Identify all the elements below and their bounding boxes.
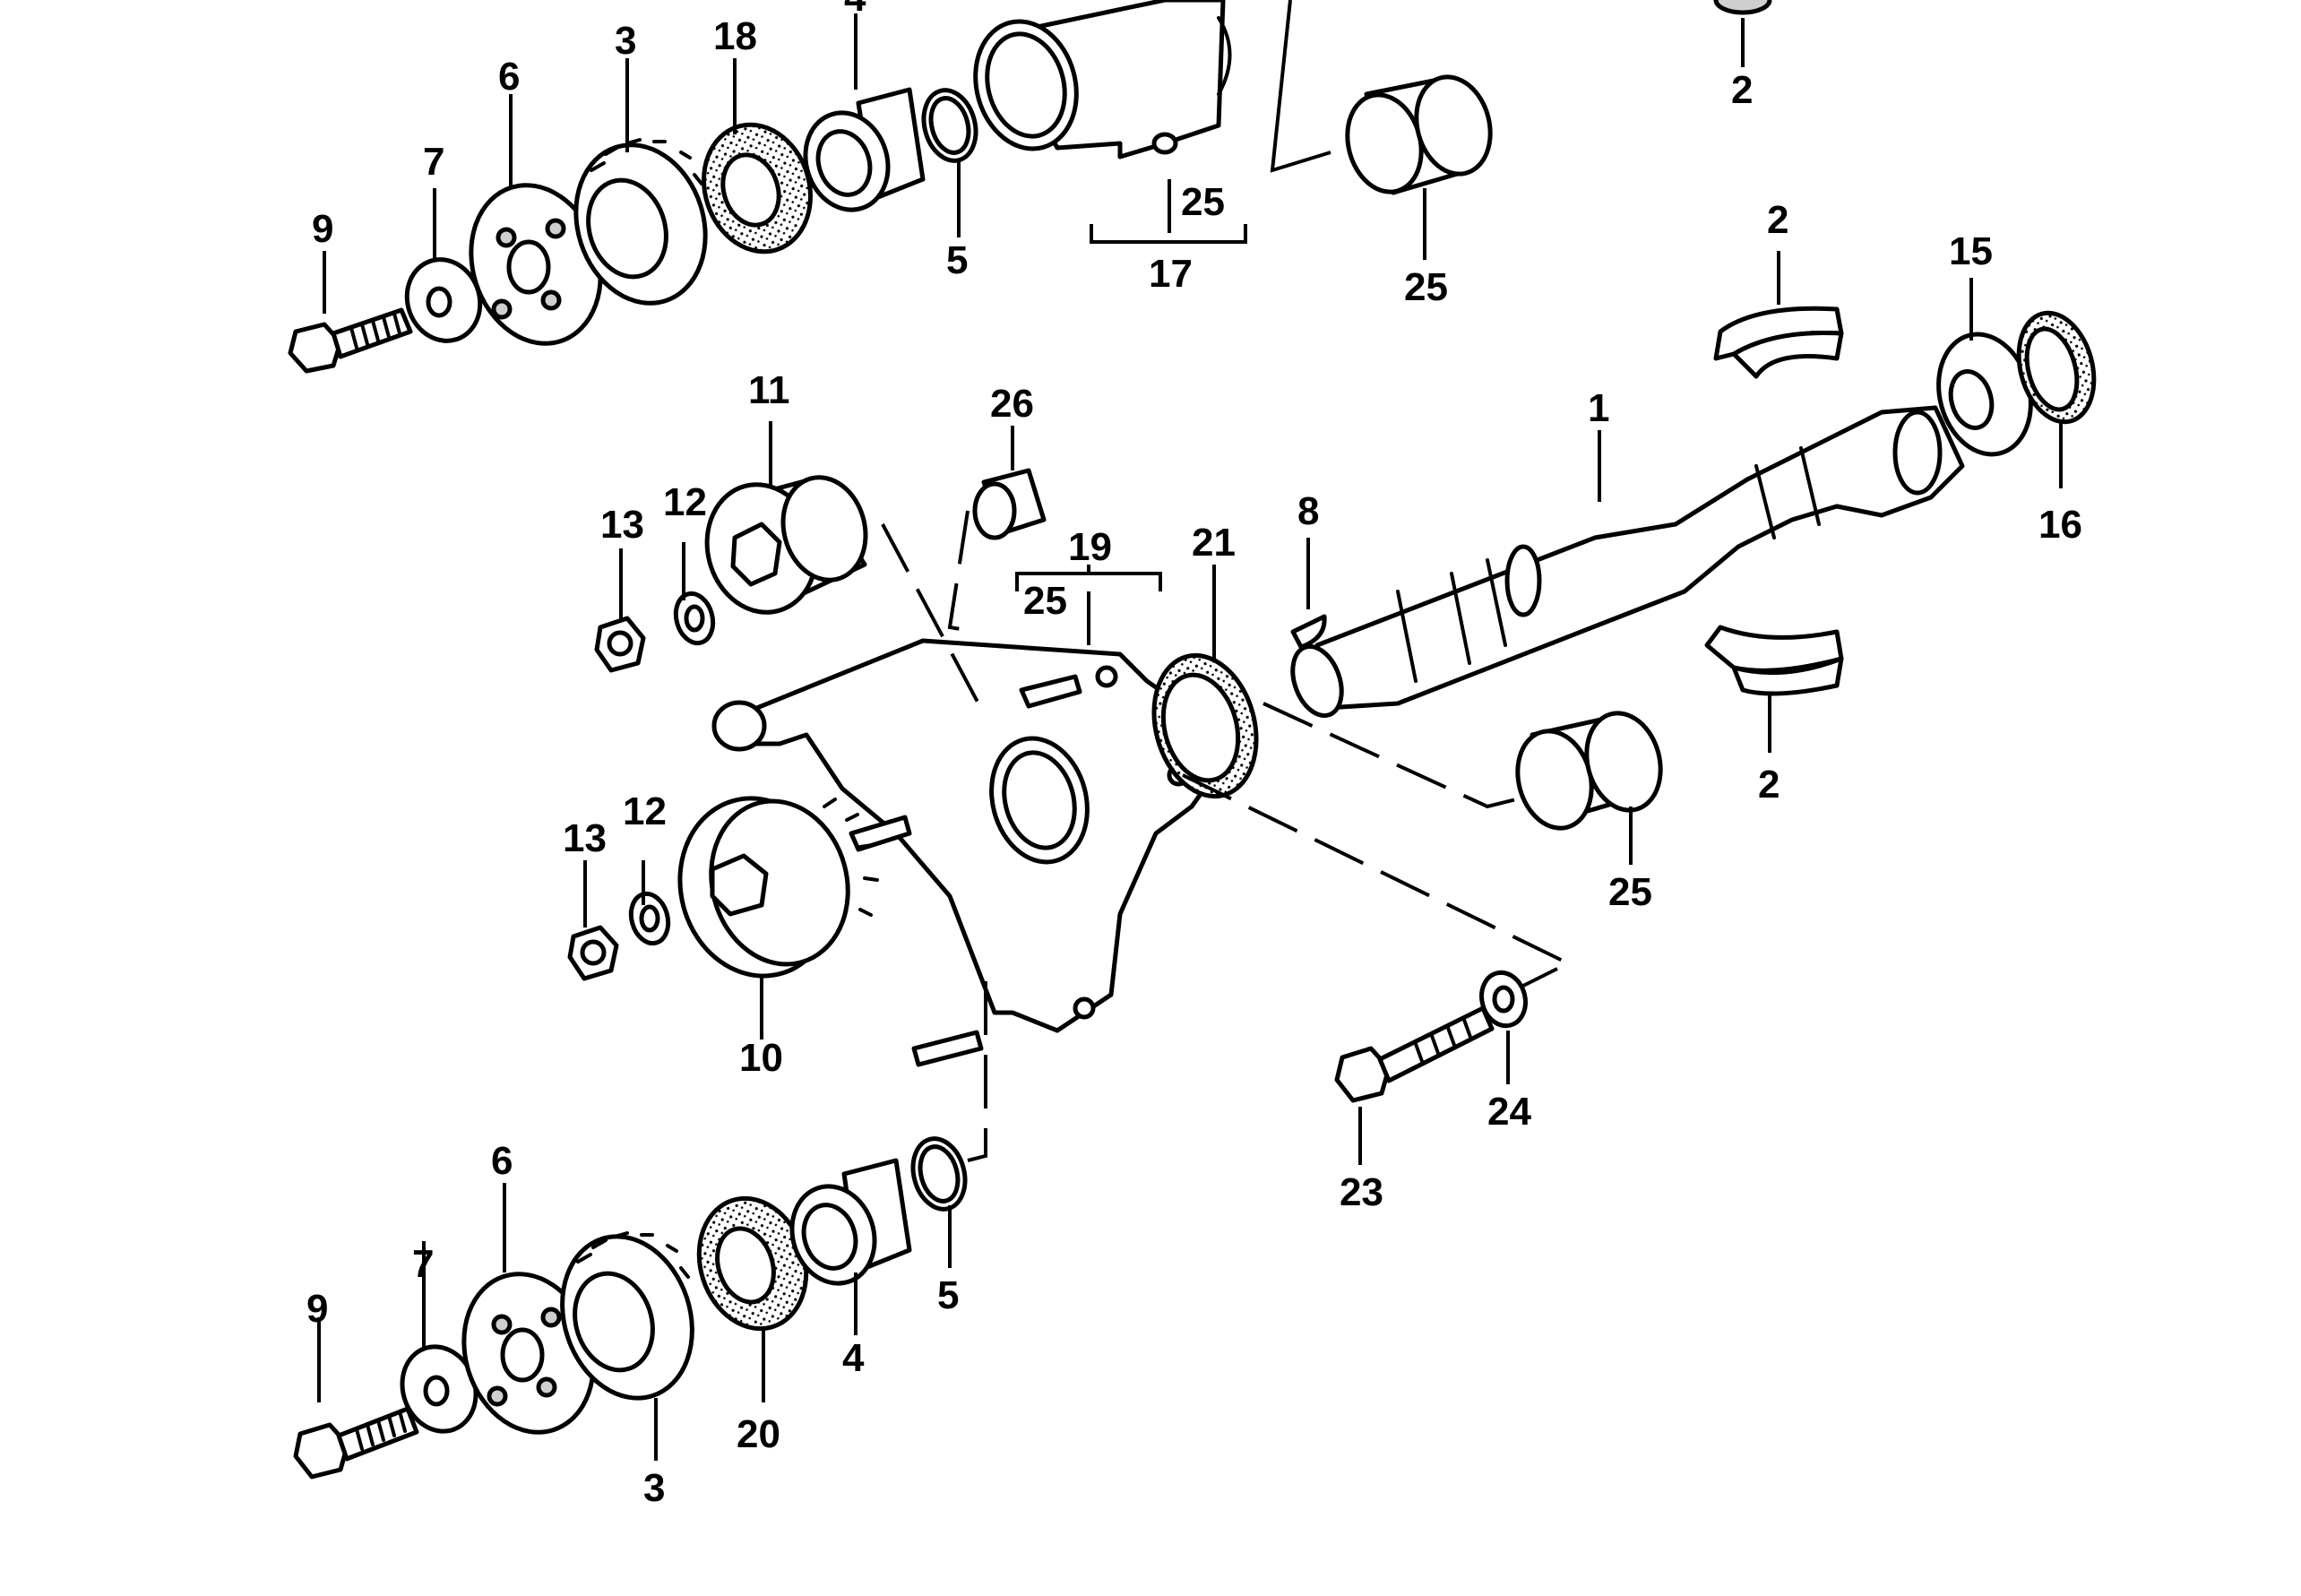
callout-1: 1 <box>1588 386 1609 430</box>
callout-13: 13 <box>563 816 607 860</box>
bearing-shell-part-2-mid-upper <box>1713 306 1844 379</box>
callout-7: 7 <box>423 140 444 184</box>
callout-17: 17 <box>1149 252 1193 296</box>
bearing-sleeve-part-25-mid <box>1515 711 1663 831</box>
callout-25: 25 <box>1181 180 1225 224</box>
toothed-pulley-part-3-bottom <box>560 1231 694 1401</box>
tensioner-bracket-part-19 <box>711 638 1239 1033</box>
callout-6: 6 <box>498 55 520 99</box>
bushing-part-26 <box>972 468 1047 540</box>
bearing-shell-part-2-mid-lower <box>1704 625 1844 696</box>
callout-18: 18 <box>713 14 757 58</box>
bearing-shell-part-2-top <box>1713 0 1772 15</box>
callout-25: 25 <box>1404 265 1448 309</box>
roller-part-11 <box>704 475 868 615</box>
callout-4: 4 <box>844 0 866 20</box>
callout-3: 3 <box>615 19 636 63</box>
callout-5: 5 <box>937 1273 959 1317</box>
seal-ring-part-18 <box>702 122 813 254</box>
pulley-part-10 <box>677 796 879 979</box>
callout-25: 25 <box>1023 579 1067 623</box>
callout-10: 10 <box>739 1036 783 1080</box>
callout-21: 21 <box>1192 521 1236 565</box>
ring-gear-part-21 <box>1151 652 1259 799</box>
callout-2: 2 <box>1731 68 1753 112</box>
callout-9: 9 <box>312 207 333 251</box>
callout-26: 26 <box>990 382 1034 426</box>
callout-20: 20 <box>737 1412 780 1456</box>
washer-part-7-top <box>404 257 483 343</box>
washer-part-12-bottom <box>628 891 671 946</box>
bolt-part-23 <box>1334 1005 1495 1103</box>
callout-8: 8 <box>1297 489 1319 533</box>
crankshaft-part-1 <box>1290 405 1965 719</box>
bushing-part-4-top <box>803 87 926 212</box>
o-ring-part-5-top <box>921 88 978 163</box>
callout-labels: 1 2 2 2 3 3 4 4 5 5 6 6 7 7 8 9 9 10 11 … <box>306 0 2082 1510</box>
housing-part-17 <box>973 0 1232 160</box>
bushing-part-4-bottom <box>789 1158 912 1286</box>
callout-5: 5 <box>946 238 968 282</box>
callout-19: 19 <box>1068 525 1112 569</box>
callout-9: 9 <box>306 1287 328 1331</box>
bearing-sleeve-part-25-top-right <box>1345 74 1493 195</box>
key-part-8 <box>1290 614 1327 650</box>
washer-part-12-top <box>673 591 716 646</box>
callout-15: 15 <box>1949 229 1993 273</box>
o-ring-part-5-bottom <box>910 1136 968 1212</box>
leader-lines <box>317 13 2063 1461</box>
callout-12: 12 <box>623 789 667 833</box>
callout-24: 24 <box>1487 1090 1531 1134</box>
seal-part-15 <box>1936 332 2033 457</box>
ring-part-16 <box>2016 310 2097 425</box>
callout-11: 11 <box>748 368 790 412</box>
callout-23: 23 <box>1340 1170 1383 1214</box>
hub-flange-part-6-bottom <box>461 1272 596 1435</box>
washer-part-24 <box>1479 970 1528 1029</box>
studs <box>849 674 1082 1067</box>
toothed-pulley-part-3-top <box>573 138 708 306</box>
callout-25: 25 <box>1608 870 1652 914</box>
callout-2: 2 <box>1758 763 1780 807</box>
callout-6: 6 <box>491 1139 513 1183</box>
callout-3: 3 <box>643 1466 665 1510</box>
callout-4: 4 <box>842 1336 865 1380</box>
callout-16: 16 <box>2038 503 2082 547</box>
callout-12: 12 <box>663 480 707 524</box>
bolt-part-9-top <box>288 307 413 374</box>
callout-2: 2 <box>1767 198 1788 242</box>
nut-part-13-bottom <box>567 925 619 981</box>
assembly-lines <box>881 510 1573 1162</box>
bolt-part-9-bottom <box>293 1406 419 1480</box>
callout-13: 13 <box>600 503 644 547</box>
callout-7: 7 <box>412 1242 434 1286</box>
nut-part-13-top <box>594 616 646 673</box>
washer-part-7-bottom <box>400 1344 478 1434</box>
bracket-part-17-bracket <box>1090 0 1331 244</box>
